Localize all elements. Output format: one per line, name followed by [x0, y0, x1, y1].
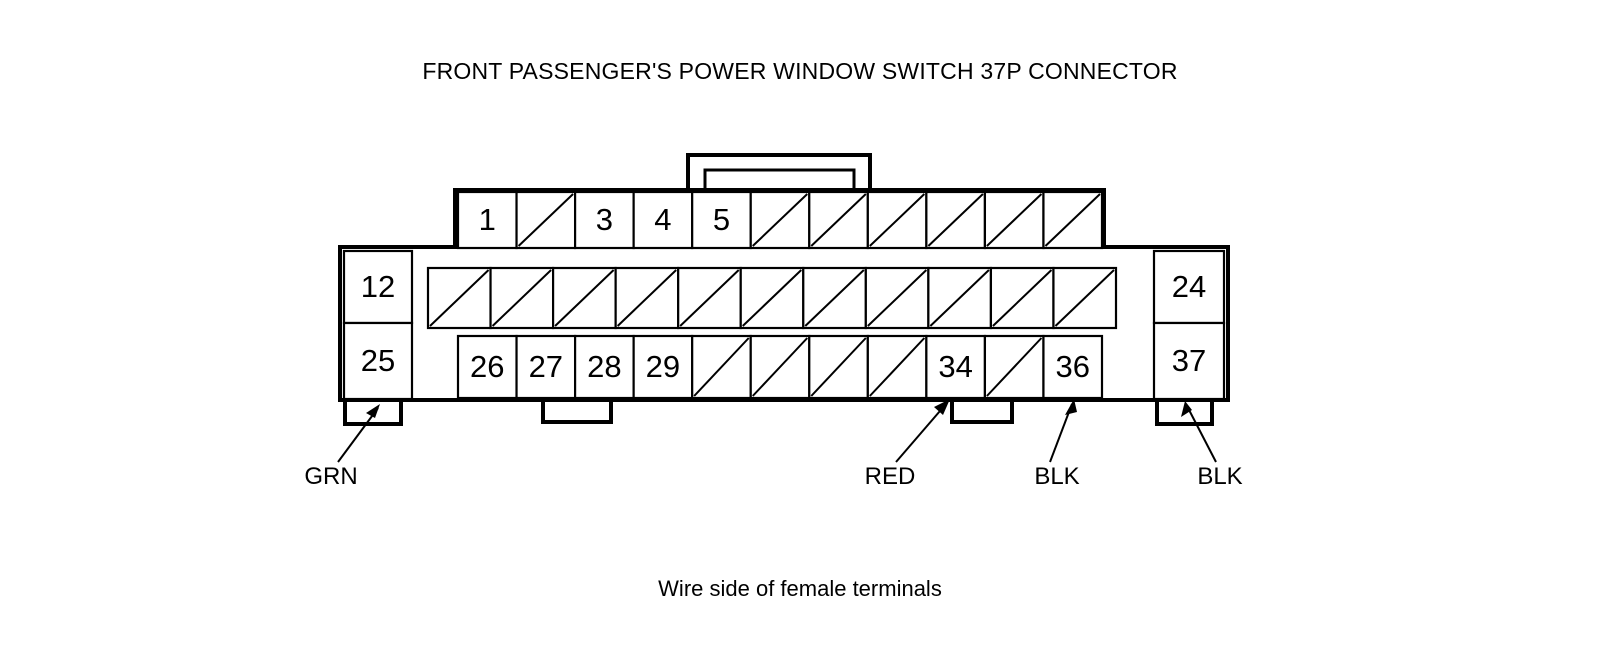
middle-row [426, 266, 1118, 330]
cell-pin-3-label: 3 [596, 202, 613, 237]
cell-pin-15-blank-diagonal [554, 269, 615, 327]
cell-pin-30-blank-diagonal [693, 337, 750, 397]
bottom-tab-right [950, 400, 1014, 424]
arrowhead-red [934, 399, 950, 415]
cell-pin-36-box[interactable] [1042, 334, 1104, 400]
bottom-tabs [343, 400, 1214, 426]
cell-pin-27-label: 27 [529, 349, 563, 384]
middle-outer-cells: 12 24 [342, 249, 1226, 325]
cell-pin-22-blank-diagonal [992, 269, 1053, 327]
wire-leaders [337, 399, 1217, 463]
cell-pin-37-label: 37 [1172, 343, 1206, 378]
cell-pin-29-label: 29 [646, 349, 680, 384]
cell-pin-11-blank-diagonal [1044, 193, 1101, 247]
arrowhead-grn [366, 404, 380, 418]
page-title: FRONT PASSENGER'S POWER WINDOW SWITCH 37… [422, 58, 1178, 84]
top-row: 1 3 4 5 [456, 190, 1104, 250]
bottom-tab-far-right [1155, 400, 1214, 426]
cell-pin-32-blank-diagonal [810, 337, 867, 397]
cell-pin-19-blank-diagonal [804, 269, 865, 327]
cell-pin-14-blank-diagonal [491, 269, 552, 327]
bottom-tab-center [541, 400, 613, 424]
cell-pin-28-box[interactable] [573, 334, 635, 400]
cell-pin-23-blank-diagonal [1054, 269, 1115, 327]
wire-label-red: RED [865, 463, 916, 490]
cell-pin-18-blank-diagonal [742, 269, 802, 327]
cell-pin-4-label: 4 [654, 202, 671, 237]
bottom-row: 26 27 28 29 34 36 [456, 334, 1104, 400]
cell-pin-10-blank-diagonal [986, 193, 1043, 247]
cell-pin-12-box[interactable] [342, 249, 414, 325]
cell-pin-28-label: 28 [587, 349, 621, 384]
cell-pin-6-blank-diagonal [752, 193, 808, 247]
cell-pin-16-blank-diagonal [616, 269, 677, 327]
cell-pin-5-label: 5 [713, 202, 730, 237]
leader-red [895, 403, 947, 463]
figure-caption: Wire side of female terminals [658, 576, 942, 601]
cell-pin-1-box[interactable] [456, 190, 518, 250]
cell-pin-35-blank-diagonal [986, 337, 1043, 397]
cell-pin-34-label: 34 [938, 349, 972, 384]
cell-pin-21-blank-diagonal [929, 269, 990, 327]
cell-pin-8-blank-diagonal [869, 193, 926, 247]
cell-pin-1-label: 1 [479, 202, 496, 237]
cell-pin-20-blank-diagonal [867, 269, 928, 327]
cell-pin-13-blank-diagonal [429, 269, 490, 327]
leader-blk-2 [1186, 405, 1217, 463]
cell-pin-31-blank-diagonal [752, 337, 808, 397]
wire-label-grn: GRN [304, 463, 357, 490]
cell-pin-24-box[interactable] [1152, 249, 1226, 325]
cell-pin-7-blank-diagonal [810, 193, 867, 247]
cell-pin-24-label: 24 [1172, 269, 1206, 304]
cell-pin-25-box[interactable] [342, 321, 414, 401]
cell-pin-26-label: 26 [470, 349, 504, 384]
cell-pin-33-blank-diagonal [869, 337, 926, 397]
bottom-outer-cells: 25 37 [342, 321, 1226, 401]
wire-labels: GRN RED BLK BLK [304, 463, 1242, 490]
cell-pin-29-box[interactable] [632, 334, 694, 400]
cell-pin-12-label: 12 [361, 269, 395, 304]
bottom-tab-left [343, 400, 403, 426]
cell-pin-34-box[interactable] [925, 334, 987, 400]
arrowhead-blk-1 [1065, 399, 1077, 415]
top-latch [686, 153, 872, 190]
leader-grn [337, 407, 379, 463]
wire-label-blk-1: BLK [1034, 463, 1079, 490]
cell-pin-25-label: 25 [361, 343, 395, 378]
cell-pin-36-label: 36 [1055, 349, 1089, 384]
cell-pin-2-blank-diagonal [517, 193, 574, 247]
cell-pin-9-blank-diagonal [927, 193, 984, 247]
arrowhead-blk-2 [1181, 401, 1192, 417]
cell-pin-17-blank-diagonal [679, 269, 740, 327]
wire-label-blk-2: BLK [1197, 463, 1242, 490]
cell-pin-37-box[interactable] [1152, 321, 1226, 401]
